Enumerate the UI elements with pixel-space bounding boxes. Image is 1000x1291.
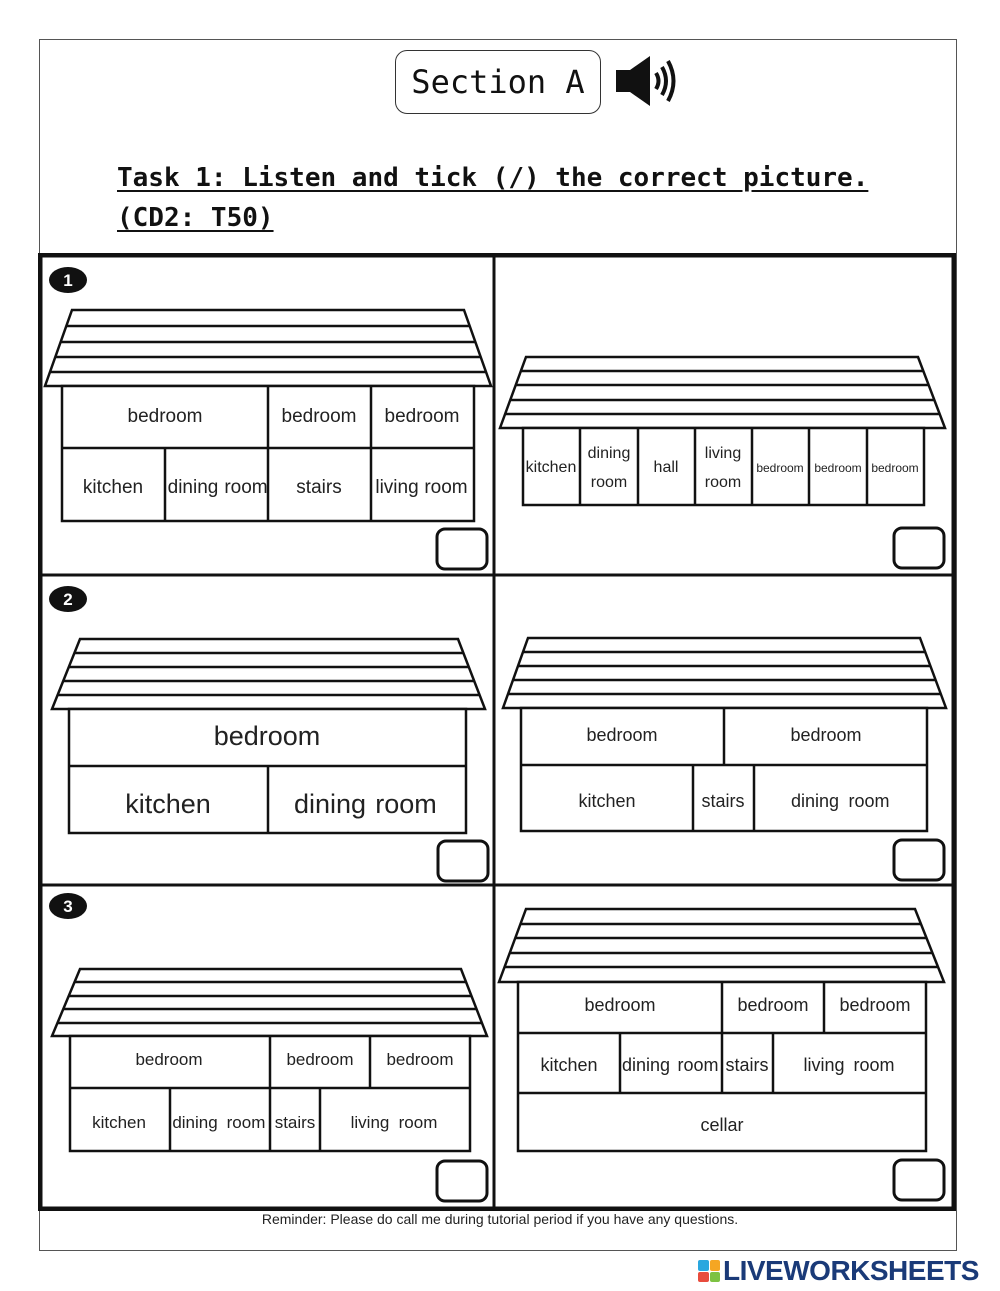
room-label-bedroom: bedroom [790, 725, 861, 745]
room-label-stairs: stairs [701, 791, 744, 811]
question-number-label: 2 [63, 590, 72, 609]
logo-text: LIVEWORKSHEETS [723, 1255, 979, 1286]
room-label-living: living [705, 445, 741, 462]
room-label-stairs: stairs [296, 477, 341, 498]
room-label-living: living [351, 1113, 390, 1132]
question-number-1: 1 [49, 267, 87, 293]
speaker-icon[interactable] [612, 52, 678, 110]
house-picture-q3-left [50, 967, 489, 1153]
question-number-3: 3 [49, 893, 87, 919]
room-label-cellar: cellar [700, 1115, 743, 1135]
liveworksheets-logo[interactable]: LIVEWORKSHEETS [698, 1255, 979, 1286]
house-picture-q1-left [43, 308, 493, 523]
reminder-note: Reminder: Please do call me during tutor… [261, 1211, 739, 1227]
room-label-kitchen: kitchen [578, 791, 635, 811]
room-label-bedroom: bedroom [128, 406, 203, 427]
tick-box-q1-left[interactable] [435, 527, 489, 571]
room-label-bedroom: bedroom [282, 406, 357, 427]
house-picture-q1-right [498, 355, 947, 507]
room-label-bedroom: bedroom [756, 461, 803, 475]
question-number-label: 3 [63, 897, 72, 916]
room-label-bedroom: bedroom [814, 461, 861, 475]
room-label-bedroom: bedroom [584, 995, 655, 1015]
tick-box-q2-left[interactable] [436, 839, 490, 883]
room-label-kitchen: kitchen [125, 789, 211, 819]
room-label-dining: dining [791, 791, 839, 811]
tick-box-q1-right[interactable] [892, 526, 946, 570]
house-picture-q2-left [50, 637, 487, 835]
room-label-room: room [375, 789, 437, 819]
room-label-room: room [677, 1055, 718, 1075]
room-label-hall: hall [654, 459, 679, 476]
room-label-bedroom: bedroom [286, 1050, 353, 1069]
room-label-room: room [705, 474, 741, 491]
room-label-dining: dining [168, 477, 219, 498]
question-number-2: 2 [49, 586, 87, 612]
room-label-bedroom: bedroom [839, 995, 910, 1015]
room-label-dining: dining [588, 445, 631, 462]
section-title: Section A [395, 50, 601, 114]
room-label-room: room [591, 474, 627, 491]
room-label-stairs: stairs [725, 1055, 768, 1075]
room-label-living: living [375, 477, 418, 498]
room-label-room: room [848, 791, 889, 811]
tick-box-q3-right[interactable] [892, 1158, 946, 1202]
room-label-room: room [227, 1113, 266, 1132]
room-label-bedroom: bedroom [135, 1050, 202, 1069]
picture-grid: 1 2 3 bedroom bedroom bedroom kitchen di… [38, 253, 956, 1211]
room-label-dining: dining [294, 789, 366, 819]
room-label-kitchen: kitchen [540, 1055, 597, 1075]
room-label-bedroom: bedroom [385, 406, 460, 427]
room-label-bedroom: bedroom [586, 725, 657, 745]
tick-box-q3-left[interactable] [435, 1159, 489, 1203]
logo-mark-icon [698, 1260, 720, 1282]
question-number-label: 1 [63, 271, 72, 290]
room-label-dining: dining [622, 1055, 670, 1075]
room-label-bedroom: bedroom [737, 995, 808, 1015]
room-label-stairs: stairs [275, 1113, 316, 1132]
task-line-2: (CD2: T50) [117, 203, 274, 233]
room-label-kitchen: kitchen [526, 459, 577, 476]
room-label-bedroom: bedroom [871, 461, 918, 475]
task-line-1: Task 1: Listen and tick (/) the correct … [117, 163, 869, 193]
room-label-room: room [224, 477, 267, 498]
house-picture-q2-right [501, 636, 948, 833]
room-label-kitchen: kitchen [92, 1113, 146, 1132]
tick-box-q2-right[interactable] [892, 838, 946, 882]
house-picture-q3-right [497, 907, 946, 1153]
room-label-room: room [853, 1055, 894, 1075]
task-instructions: Task 1: Listen and tick (/) the correct … [117, 158, 868, 238]
room-label-kitchen: kitchen [83, 477, 143, 498]
room-label-bedroom: bedroom [386, 1050, 453, 1069]
room-label-room: room [424, 477, 467, 498]
room-label-dining: dining [172, 1113, 217, 1132]
room-label-living: living [803, 1055, 844, 1075]
room-label-room: room [399, 1113, 438, 1132]
room-label-bedroom: bedroom [214, 721, 321, 751]
